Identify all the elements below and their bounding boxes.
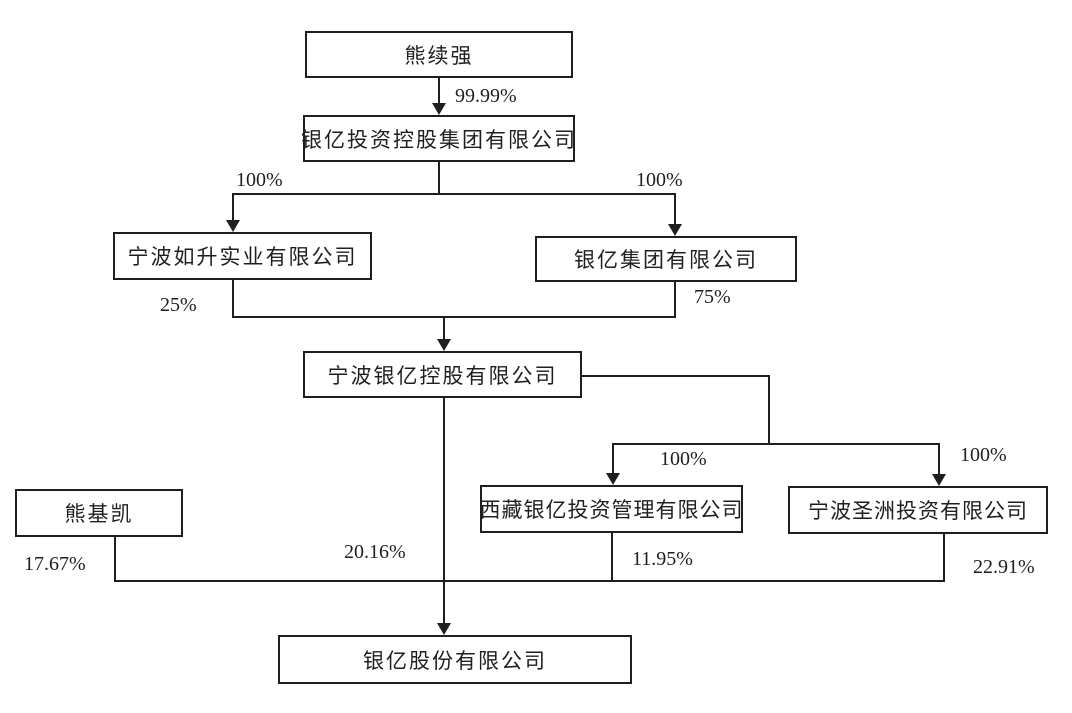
connector-line — [443, 398, 445, 623]
connector-line — [232, 280, 234, 318]
connector-line — [674, 195, 676, 225]
node-xiong-xuqiang: 熊续强 — [305, 31, 573, 78]
connector-line — [612, 445, 614, 473]
arrowhead-down-icon — [432, 103, 446, 115]
connector-line — [232, 193, 676, 195]
node-ningbo-shengzhou-investment: 宁波圣洲投资有限公司 — [788, 486, 1048, 534]
edge-label-group-to-yinyi-group: 100% — [636, 169, 683, 191]
connector-line — [612, 443, 940, 445]
edge-label-yinyi-group-to-yinyi-holding: 75% — [694, 286, 731, 308]
node-ningbo-rusheng-industry: 宁波如升实业有限公司 — [113, 232, 372, 280]
connector-line — [943, 534, 945, 582]
arrowhead-down-icon — [668, 224, 682, 236]
node-yinyi-shares: 银亿股份有限公司 — [278, 635, 632, 684]
edge-label-group-to-rusheng: 100% — [236, 169, 283, 191]
edge-label-holding-to-shares: 20.16% — [344, 541, 406, 563]
connector-line — [581, 375, 770, 377]
edge-label-rusheng-to-yinyi-holding: 25% — [160, 294, 197, 316]
node-yinyi-group: 银亿集团有限公司 — [535, 236, 797, 282]
connector-line — [438, 77, 440, 105]
connector-line — [232, 195, 234, 221]
node-ningbo-yinyi-holding: 宁波银亿控股有限公司 — [303, 351, 582, 398]
edge-label-xiongjikai-to-shares: 17.67% — [24, 553, 86, 575]
node-yinyi-investment-holding-group: 银亿投资控股集团有限公司 — [301, 115, 575, 162]
node-tibet-yinyi-investment-management: 西藏银亿投资管理有限公司 — [480, 485, 743, 533]
arrowhead-down-icon — [437, 339, 451, 351]
arrowhead-down-icon — [226, 220, 240, 232]
connector-line — [114, 580, 945, 582]
connector-line — [674, 282, 676, 318]
edge-label-tibet-to-shares: 11.95% — [632, 548, 693, 570]
connector-line — [232, 316, 676, 318]
edge-label-holding-to-tibet: 100% — [660, 448, 707, 470]
connector-line — [768, 375, 770, 445]
connector-line — [611, 533, 613, 582]
node-xiong-jikai: 熊基凯 — [15, 489, 183, 537]
arrowhead-down-icon — [606, 473, 620, 485]
edge-label-holding-to-shengzhou: 100% — [960, 444, 1007, 466]
edge-label-xiong-to-holding-group: 99.99% — [455, 85, 517, 107]
connector-line — [938, 445, 940, 474]
connector-line — [443, 318, 445, 340]
connector-line — [114, 537, 116, 582]
arrowhead-down-icon — [932, 474, 946, 486]
edge-label-shengzhou-to-shares: 22.91% — [973, 556, 1035, 578]
arrowhead-down-icon — [437, 623, 451, 635]
connector-line — [438, 161, 440, 194]
